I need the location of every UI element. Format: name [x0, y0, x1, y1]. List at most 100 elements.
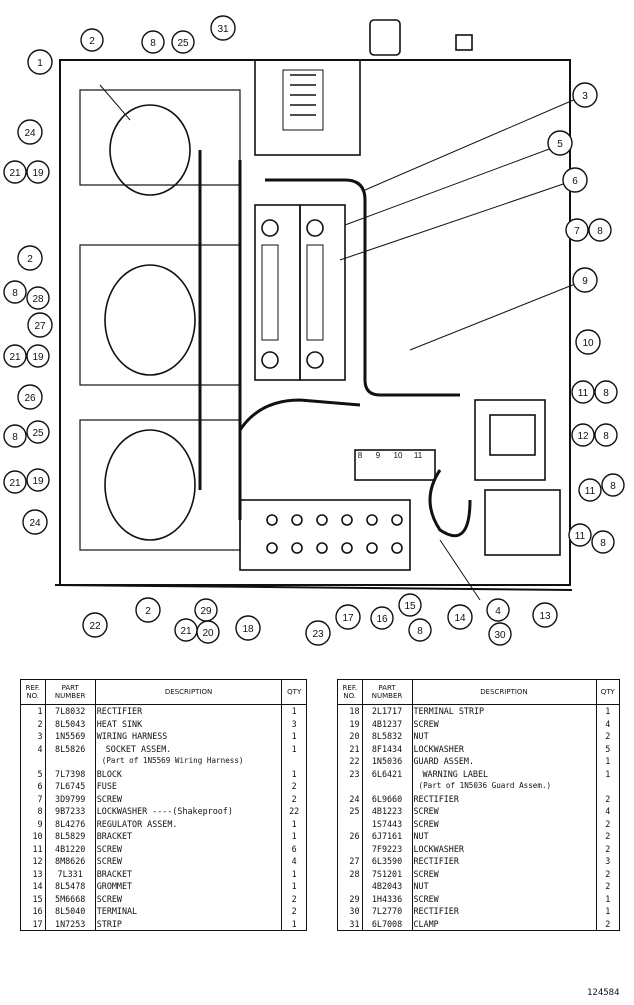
cell-part: 4B1220	[45, 842, 96, 855]
cell-desc: SCREW	[412, 817, 597, 830]
callout-23: 23	[312, 629, 324, 640]
callout-15: 15	[404, 601, 416, 612]
callout-5: 5	[557, 139, 563, 150]
cell-part: 1N5036	[362, 755, 413, 768]
cell-qty: 1	[605, 893, 611, 904]
cell-part: 4B1237	[362, 717, 413, 730]
cell-qty: 1	[291, 868, 297, 879]
cell-part: 8L5040	[45, 905, 96, 918]
cell-desc: FUSE	[95, 780, 283, 793]
cell-desc: SCREW	[412, 717, 597, 730]
cell-part: 6L9660	[362, 792, 413, 805]
callout-7: 7	[574, 226, 580, 237]
cell-ref: 23	[338, 767, 363, 780]
cell-qty: 1	[291, 918, 297, 929]
cell-ref: 8	[21, 805, 46, 818]
cell-qty: 2	[291, 781, 297, 791]
cell-desc: BLOCK	[95, 767, 283, 780]
callout-8: 8	[597, 226, 603, 237]
cell-ref: 19	[338, 717, 363, 730]
cell-part: 7S1201	[362, 867, 413, 880]
cell-ref: 25	[338, 805, 363, 818]
callout-21: 21	[180, 626, 192, 637]
cell-desc: SOCKET ASSEM.	[95, 742, 283, 755]
cell-desc: RECTIFIER	[412, 855, 597, 868]
cell-part: 7L6745	[45, 780, 96, 793]
cell-qty: 2	[291, 793, 297, 804]
callout-17: 17	[342, 613, 354, 624]
cell-part: 1N5569	[45, 730, 96, 743]
callout-16: 16	[376, 614, 388, 625]
callout-11: 11	[575, 531, 586, 542]
cell-qty: 2	[605, 843, 611, 854]
cell-part: 8M8626	[45, 855, 96, 868]
callout-10: 10	[582, 338, 594, 349]
cell-desc: HEAT SINK	[95, 717, 283, 730]
cell-ref	[21, 755, 46, 768]
cell-part: 7L7398	[45, 767, 96, 780]
cell-desc: SCREW	[412, 867, 597, 880]
cell-part: 1S7443	[362, 817, 413, 830]
cell-desc: LOCKWASHER ----(Shakeproof)	[95, 805, 283, 818]
cell-qty: 2	[605, 831, 611, 841]
cell-part: 6J7161	[362, 830, 413, 843]
cell-ref: 17	[21, 917, 46, 930]
cell-desc: GROMMET	[95, 880, 283, 893]
cell-ref: 14	[21, 880, 46, 893]
callout-8: 8	[603, 431, 609, 442]
cell-desc: GUARD ASSEM.	[412, 755, 597, 768]
callout-8: 8	[603, 388, 609, 399]
cell-desc: TERMINAL	[95, 905, 283, 918]
callout-21: 21	[9, 478, 21, 489]
callout-21: 21	[9, 352, 21, 363]
cell-qty: 1	[291, 768, 297, 779]
cell-desc: LOCKWASHER	[412, 742, 597, 755]
cell-ref: 3	[21, 730, 46, 743]
cell-ref: 20	[338, 730, 363, 743]
cell-part: 9B7233	[45, 805, 96, 818]
part-number-header: PART NUMBER	[45, 680, 96, 705]
cell-part: 8F1434	[362, 742, 413, 755]
callout-2: 2	[27, 254, 33, 265]
terminal-label-11: 11	[414, 451, 423, 460]
cell-ref: 31	[338, 917, 363, 930]
cell-part: 7L2770	[362, 905, 413, 918]
cell-ref: 28	[338, 867, 363, 880]
cell-qty: 1	[291, 818, 297, 829]
table-row: (Part of 1N5036 Guard Assem.)	[338, 780, 619, 793]
cell-part: 8L4276	[45, 817, 96, 830]
cell-ref	[338, 880, 363, 893]
cell-qty: 1	[605, 706, 611, 716]
cell-qty: 2	[605, 918, 611, 929]
cell-qty: 1	[605, 906, 611, 916]
cell-ref: 10	[21, 830, 46, 843]
callout-20: 20	[202, 628, 214, 639]
terminal-label-10: 10	[394, 451, 403, 460]
cell-part: 8L5832	[362, 730, 413, 743]
terminal-label-9: 9	[376, 451, 381, 460]
callout-8: 8	[417, 626, 423, 637]
cell-desc: BRACKET	[95, 867, 283, 880]
ref-no-header: REF. NO.	[21, 680, 46, 705]
cell-desc: WARNING LABEL	[412, 767, 597, 780]
cell-qty: 2	[605, 881, 611, 891]
cell-ref	[338, 842, 363, 855]
callout-11: 11	[585, 486, 596, 497]
callout-8: 8	[12, 288, 18, 299]
callout-8: 8	[12, 432, 18, 443]
callout-3: 3	[582, 91, 588, 102]
callout-2: 2	[89, 36, 95, 47]
